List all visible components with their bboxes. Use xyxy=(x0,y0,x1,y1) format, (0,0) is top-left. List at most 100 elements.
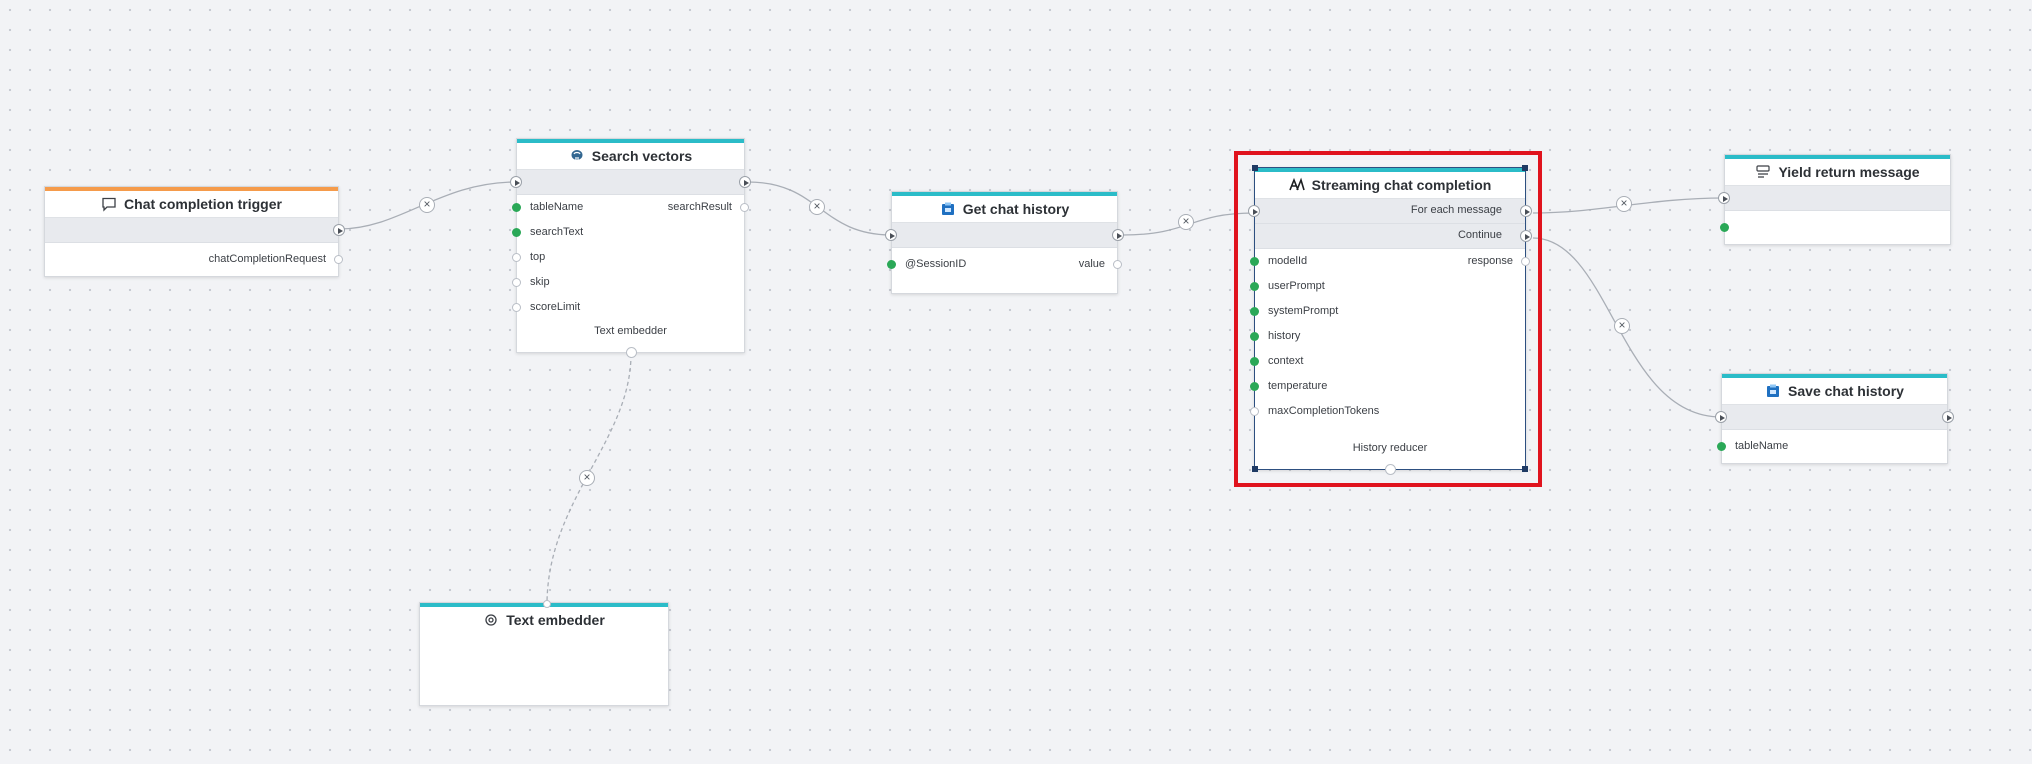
node-get-chat-history[interactable]: Get chat history @SessionID value xyxy=(885,191,1124,294)
input-pin[interactable] xyxy=(512,203,521,212)
output-pin[interactable] xyxy=(1113,260,1122,269)
input-label: top xyxy=(530,251,546,263)
node-title-label: Save chat history xyxy=(1788,383,1904,399)
flow-input-pin[interactable] xyxy=(1718,192,1730,204)
input-row: context xyxy=(1250,349,1525,374)
input-pin[interactable] xyxy=(1717,442,1726,451)
flow-row xyxy=(45,218,345,243)
node-accent-bar xyxy=(1722,374,1947,378)
flow-row xyxy=(510,170,751,195)
output-label: searchResult xyxy=(667,201,732,213)
output-pin[interactable] xyxy=(334,255,343,264)
input-label: skip xyxy=(530,276,550,288)
input-row: scoreLimit xyxy=(512,295,744,320)
input-row: tableName xyxy=(1717,434,1947,459)
node-title-label: Yield return message xyxy=(1778,164,1920,180)
resize-handle-bottom-left[interactable] xyxy=(1252,466,1258,472)
output-pin[interactable] xyxy=(740,203,749,212)
node-title-label: Streaming chat completion xyxy=(1311,177,1492,193)
input-label: modelId xyxy=(1268,255,1308,267)
input-row: history xyxy=(1250,324,1525,349)
remove-connection-button[interactable]: × xyxy=(419,197,435,213)
input-pin[interactable] xyxy=(1250,307,1259,316)
flow-output-pin[interactable] xyxy=(1112,229,1124,241)
input-pin[interactable] xyxy=(512,278,521,287)
embedding-swirl-icon xyxy=(483,612,499,628)
flow-output-pin[interactable] xyxy=(1520,205,1532,217)
node-title-label: Chat completion trigger xyxy=(124,196,282,212)
input-row: maxCompletionTokens xyxy=(1250,399,1525,424)
input-pin[interactable] xyxy=(512,303,521,312)
flow-output-pin[interactable] xyxy=(333,224,345,236)
node-title[interactable]: Text embedder xyxy=(420,607,668,633)
node-title[interactable]: Save chat history xyxy=(1722,378,1947,405)
node-text-embedder[interactable]: Text embedder xyxy=(419,600,669,706)
remove-connection-button[interactable]: × xyxy=(809,199,825,215)
node-accent-bar xyxy=(517,139,744,143)
top-connector-pin[interactable] xyxy=(543,600,551,608)
input-row: searchText xyxy=(512,220,744,245)
input-row: @SessionID value xyxy=(887,252,1122,277)
input-row xyxy=(1720,215,1950,240)
input-pin[interactable] xyxy=(1250,332,1259,341)
node-title-label: Search vectors xyxy=(591,148,693,164)
flow-row xyxy=(1718,186,1950,211)
resize-handle-top-right[interactable] xyxy=(1522,165,1528,171)
node-accent-bar xyxy=(892,192,1117,196)
input-label: context xyxy=(1268,355,1304,367)
output-row: chatCompletionRequest xyxy=(45,247,343,272)
node-save-chat-history[interactable]: Save chat history tableName xyxy=(1715,373,1954,464)
flow-output-pin[interactable] xyxy=(739,176,751,188)
node-title[interactable]: Get chat history xyxy=(892,196,1117,223)
input-label: scoreLimit xyxy=(530,301,581,313)
ai-logo-icon xyxy=(1288,177,1305,193)
resize-handle-bottom-right[interactable] xyxy=(1522,466,1528,472)
flow-input-pin[interactable] xyxy=(1715,411,1727,423)
flow-input-pin[interactable] xyxy=(1248,205,1260,217)
flow-input-pin[interactable] xyxy=(510,176,522,188)
input-label: @SessionID xyxy=(905,258,967,270)
input-pin[interactable] xyxy=(512,228,521,237)
input-row: systemPrompt xyxy=(1250,299,1525,324)
input-pin[interactable] xyxy=(1720,223,1729,232)
node-title[interactable]: Streaming chat completion xyxy=(1255,172,1525,199)
input-row: skip xyxy=(512,270,744,295)
remove-connection-button[interactable]: × xyxy=(1614,318,1630,334)
input-pin[interactable] xyxy=(887,260,896,269)
selection-highlight-frame xyxy=(1234,151,1542,487)
node-title[interactable]: Yield return message xyxy=(1725,159,1950,186)
node-streaming-chat-completion[interactable]: Streaming chat completion For each messa… xyxy=(1248,165,1532,475)
remove-connection-button[interactable]: × xyxy=(1178,214,1194,230)
input-pin[interactable] xyxy=(1250,357,1259,366)
input-label: searchText xyxy=(530,226,584,238)
remove-connection-button[interactable]: × xyxy=(579,470,595,486)
node-search-vectors[interactable]: Search vectors tableName searchResult se… xyxy=(510,138,751,358)
node-chat-completion-trigger[interactable]: Chat completion trigger chatCompletionRe… xyxy=(44,186,345,277)
input-label: systemPrompt xyxy=(1268,305,1339,317)
flow-output-label: For each message xyxy=(1410,204,1502,216)
output-pin[interactable] xyxy=(1521,257,1530,266)
node-title[interactable]: Search vectors xyxy=(517,143,744,170)
flow-output-pin[interactable] xyxy=(1942,411,1954,423)
flow-output-pin[interactable] xyxy=(1520,230,1532,242)
chat-bubble-icon xyxy=(101,196,117,212)
output-label: chatCompletionRequest xyxy=(208,253,326,265)
resize-handle-top-left[interactable] xyxy=(1252,165,1258,171)
bottom-connector-pin[interactable] xyxy=(626,347,637,358)
input-pin[interactable] xyxy=(512,253,521,262)
input-pin[interactable] xyxy=(1250,407,1259,416)
input-pin[interactable] xyxy=(1250,282,1259,291)
node-title[interactable]: Chat completion trigger xyxy=(45,191,338,218)
input-pin[interactable] xyxy=(1250,257,1259,266)
node-accent-bar xyxy=(45,187,338,191)
flow-input-pin[interactable] xyxy=(885,229,897,241)
sql-database-icon xyxy=(940,201,956,217)
flow-row xyxy=(885,223,1124,248)
remove-connection-button[interactable]: × xyxy=(1616,196,1632,212)
output-label: response xyxy=(1467,255,1513,267)
input-row: temperature xyxy=(1250,374,1525,399)
node-yield-return-message[interactable]: Yield return message xyxy=(1718,154,1951,245)
bottom-connector-pin[interactable] xyxy=(1385,464,1396,475)
input-pin[interactable] xyxy=(1250,382,1259,391)
